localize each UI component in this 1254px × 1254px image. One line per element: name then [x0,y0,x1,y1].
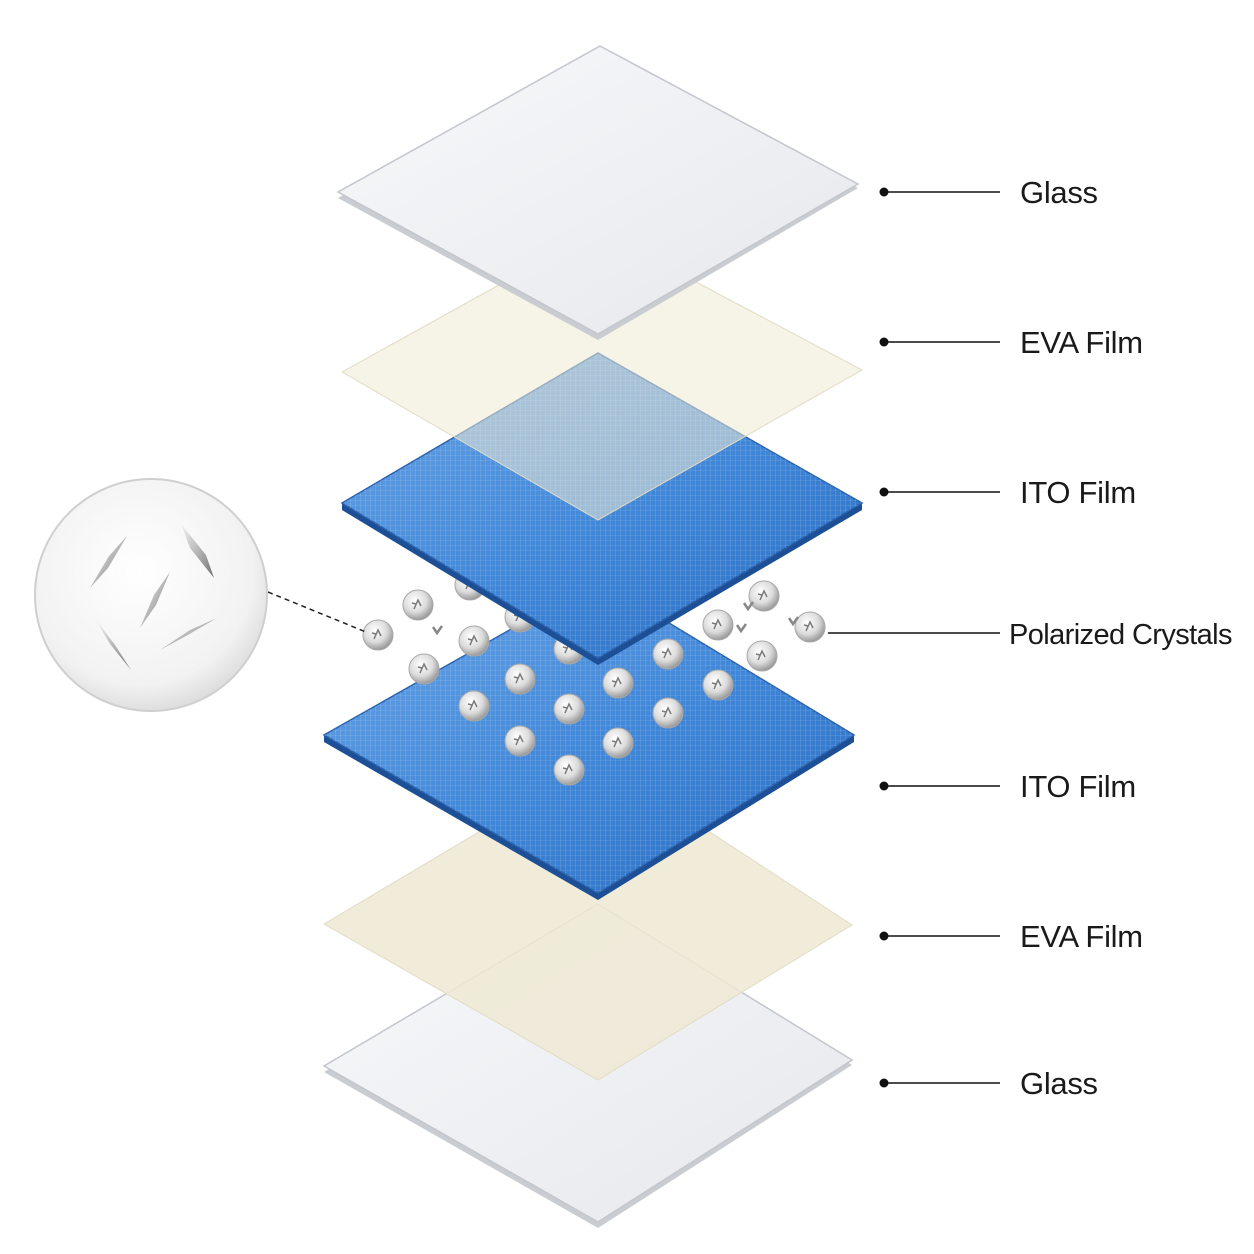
layer-label: ITO Film [1020,769,1136,804]
eva-top-layer [340,229,864,521]
crystal-particle [748,580,780,612]
crystal-fragment [431,625,444,636]
crystal-particle [702,669,734,701]
crystal-particle [602,667,634,699]
label-crystals: Polarized Crystals [828,619,1233,651]
label-ito-top: ITO Film [879,475,1136,510]
layer-label: Polarized Crystals [1009,619,1232,651]
label-glass-top: Glass [879,175,1098,210]
layer-label: Glass [1020,175,1098,210]
crystal-particle [652,697,684,729]
crystal-particle [362,619,394,651]
magnified-crystal-icon [90,524,217,670]
crystal-particle [794,611,826,643]
label-eva-top: EVA Film [879,325,1143,360]
crystal-particle [402,589,434,621]
ito-bottom-layer [322,579,856,900]
label-eva-bottom: EVA Film [879,919,1143,954]
crystal-fragment [735,623,748,634]
layer-label: EVA Film [1020,325,1143,360]
layer-label: ITO Film [1020,475,1136,510]
glass-top-layer [336,45,860,340]
crystal-particle [553,754,585,786]
crystal-particle [458,625,490,657]
label-ito-bottom: ITO Film [879,769,1136,804]
crystal-particle [746,640,778,672]
crystal-particle [702,609,734,641]
layer-label: Glass [1020,1066,1098,1101]
label-glass-bottom: Glass [879,1066,1098,1101]
crystal-particle [602,727,634,759]
crystal-particle [504,663,536,695]
crystal-particle [652,638,684,670]
crystal-particle [504,725,536,757]
eva-bottom-layer [323,759,853,1081]
crystal-particle [553,693,585,725]
crystal-particle [408,653,440,685]
crystal-magnifier-inset [34,478,367,712]
layer-label: EVA Film [1020,919,1143,954]
crystal-particle [458,690,490,722]
crystal-fragment [787,616,800,627]
crystal-fragment [742,601,755,612]
